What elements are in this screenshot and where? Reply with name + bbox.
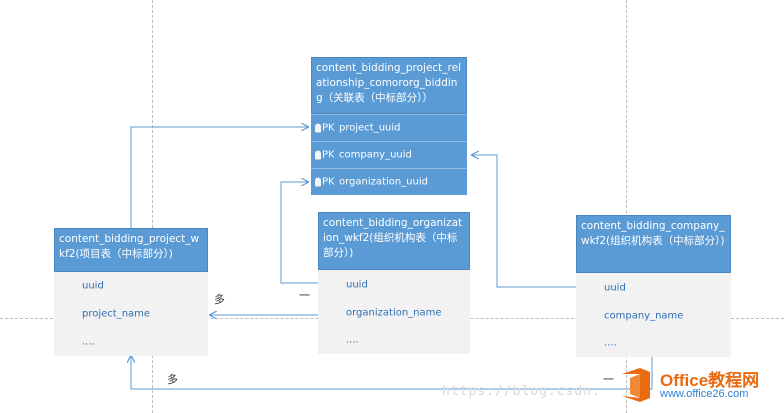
field-row: uuid <box>54 272 208 300</box>
entity-relation-title: content_bidding_project_relationship_com… <box>311 57 467 114</box>
entity-company-title: content_bidding_company_wkf2(组织机构表（中标部分）… <box>576 215 731 273</box>
field-uuid: uuid <box>604 282 626 294</box>
field-row: PK project_uuid <box>311 114 467 141</box>
entity-organization-title: content_bidding_organization_wkf2(组织机构表（… <box>318 212 470 270</box>
entity-company-fields: uuid company_name .... <box>576 273 731 357</box>
field-row: .... <box>576 329 731 357</box>
connector-organization-to-relation <box>280 182 318 284</box>
connector-company-to-project <box>131 356 653 390</box>
entity-project: content_bidding_project_wkf2(项目表（中标部分）) … <box>54 228 208 356</box>
field-row: .... <box>318 326 470 354</box>
pk-badge: PK <box>315 150 335 161</box>
entity-project-title: content_bidding_project_wkf2(项目表（中标部分）) <box>54 228 208 272</box>
field-row: company_name <box>576 303 731 329</box>
field-organization-name: organization_name <box>346 307 442 319</box>
field-project-uuid: project_uuid <box>339 122 401 134</box>
field-uuid: uuid <box>82 280 104 292</box>
connector-company-to-relation <box>472 155 576 288</box>
field-row: PK company_uuid <box>311 141 467 168</box>
field-row: PK organization_uuid <box>311 168 467 195</box>
field-row: project_name <box>54 300 208 328</box>
connector-project-to-relation <box>130 127 308 228</box>
key-icon <box>315 150 321 160</box>
label-many-bottom: 多 <box>167 373 178 386</box>
field-ellipsis: .... <box>346 334 359 346</box>
office-logo-icon <box>622 368 650 402</box>
key-icon <box>315 123 321 133</box>
entity-relation-fields: PK project_uuid PK company_uuid PK organ… <box>311 114 467 195</box>
guide-line-vertical-left <box>152 0 153 413</box>
guide-line-vertical-right <box>626 0 627 413</box>
logo-text-main: Office教程网 <box>660 371 760 390</box>
field-row: uuid <box>576 273 731 303</box>
field-uuid: uuid <box>346 279 368 291</box>
field-row: uuid <box>318 270 470 300</box>
entity-organization-fields: uuid organization_name .... <box>318 270 470 354</box>
field-ellipsis: .... <box>604 337 617 349</box>
entity-project-fields: uuid project_name .... <box>54 272 208 356</box>
entity-organization: content_bidding_organization_wkf2(组织机构表（… <box>318 212 470 354</box>
field-organization-uuid: organization_uuid <box>339 176 428 188</box>
field-company-uuid: company_uuid <box>339 149 412 161</box>
office-logo: Office教程网 www.office26.com <box>618 364 778 408</box>
field-ellipsis: .... <box>82 336 95 348</box>
pk-badge: PK <box>315 123 335 134</box>
watermark-url: https://blog.csdn. <box>442 384 601 399</box>
label-many-top: 多 <box>214 293 225 306</box>
label-one-top: 一 <box>299 289 310 302</box>
field-project-name: project_name <box>82 308 151 320</box>
logo-text-url: www.office26.com <box>660 388 749 400</box>
label-one-bottom: 一 <box>603 373 614 386</box>
entity-company: content_bidding_company_wkf2(组织机构表（中标部分）… <box>576 215 731 357</box>
field-company-name: company_name <box>604 310 684 322</box>
field-row: .... <box>54 328 208 356</box>
pk-badge: PK <box>315 177 335 188</box>
entity-relation: content_bidding_project_relationship_com… <box>311 57 467 195</box>
key-icon <box>315 177 321 187</box>
field-row: organization_name <box>318 300 470 326</box>
